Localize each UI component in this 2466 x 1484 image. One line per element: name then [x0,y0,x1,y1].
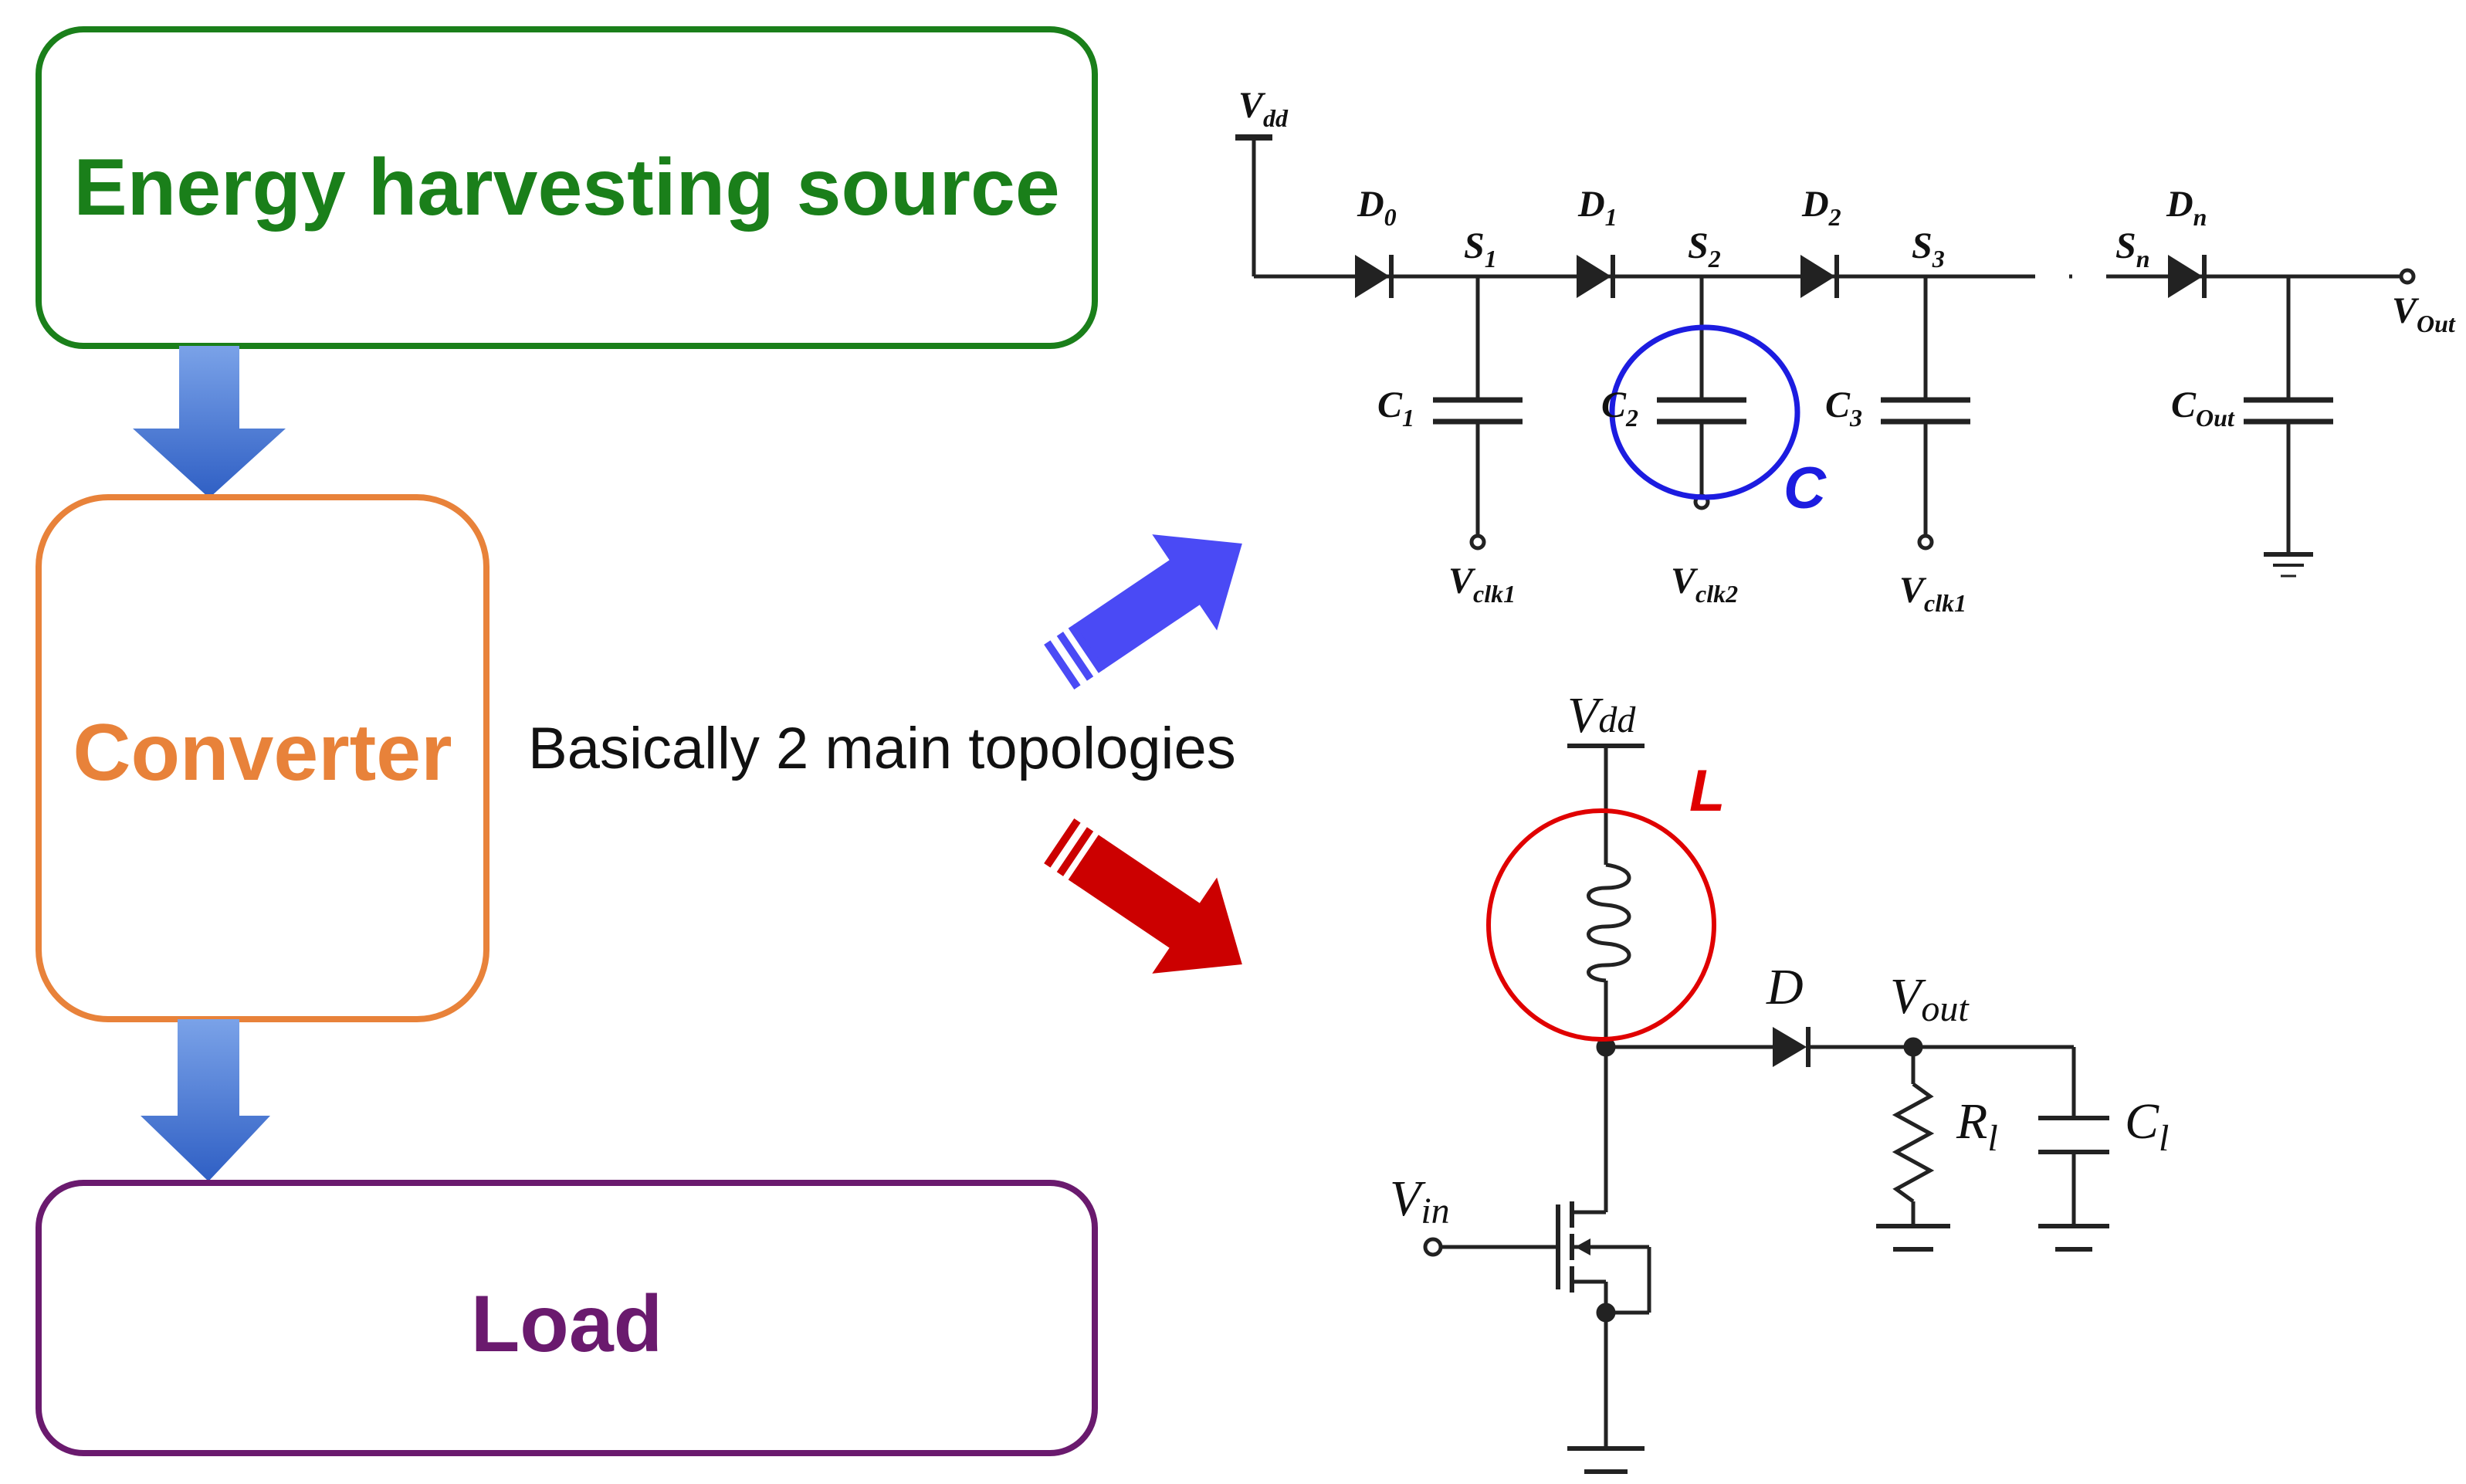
resistor-rl [1892,1082,1935,1204]
cp-vout-label: VOut [2392,290,2456,337]
boost-vdd-label: Vdd [1567,687,1636,744]
diode-d1 [1577,255,1615,298]
diode-d0 [1355,255,1394,298]
cp-node-label: S3 [1912,225,1945,273]
inductor [1587,862,1631,983]
diode-dn [2168,255,2207,298]
capacitor-c1 [1433,276,1523,551]
blue-arrow [1044,534,1242,689]
boost-vin-label: Vin [1390,1171,1450,1232]
cp-highlight-label: C [1783,456,1827,521]
capacitor-cout [2244,276,2333,553]
boost-cap-label: Cl [2125,1093,2169,1159]
diode-d2 [1800,255,1839,298]
cp-clock-label: Vclk1 [1448,561,1516,608]
cp-cap-label: C1 [1377,385,1414,432]
mosfet [1556,1201,1651,1448]
cp-node-label: Sn [2115,225,2150,273]
load-label: Load [471,1279,662,1369]
red-arrow [1044,818,1242,974]
flow-arrow-down-1 [133,346,286,498]
boost-resistor-label: Rl [1956,1093,1998,1159]
boost-schematic [1423,744,2109,1474]
source-label: Energy harvesting source [73,143,1059,232]
topologies-caption: Basically 2 main topologies [528,716,1236,781]
c2-highlight-ellipse [1609,324,1800,500]
cp-diode-label: D1 [1577,184,1617,231]
converter-label: Converter [73,708,452,798]
ground-symbol-cp [2264,552,2313,578]
cp-vdd-label: Vdd [1238,85,1289,132]
boost-vout-label: Vout [1890,968,1970,1029]
cp-clock-label: Vclk1 [1899,570,1966,617]
converter-block [36,494,489,1022]
cp-cap-label: C2 [1601,385,1638,432]
cp-diode-label: D2 [1801,184,1841,231]
load-block [36,1180,1098,1456]
cp-cap-label: COut [2171,385,2235,432]
vin-terminal [1423,1237,1443,1257]
flow-arrow-down-2 [141,1019,270,1181]
source-block [36,26,1098,349]
cp-clock-label: Vclk2 [1671,561,1738,608]
cp-diode-label: Dn [2166,184,2207,231]
cp-node-label: S1 [1464,225,1497,273]
capacitor-c3 [1881,276,1970,551]
inductor-highlight-ellipse [1486,808,1716,1042]
diode-d [1773,1027,1811,1067]
charge-pump-schematic [1235,134,2416,578]
cp-cap-label: C3 [1825,385,1862,432]
cp-diode-label: D0 [1357,184,1397,231]
capacitor-c2 [1657,276,1746,510]
boost-highlight-label: L [1689,758,1725,824]
cp-node-label: S2 [1688,225,1721,273]
boost-diode-label: D [1766,959,1804,1015]
